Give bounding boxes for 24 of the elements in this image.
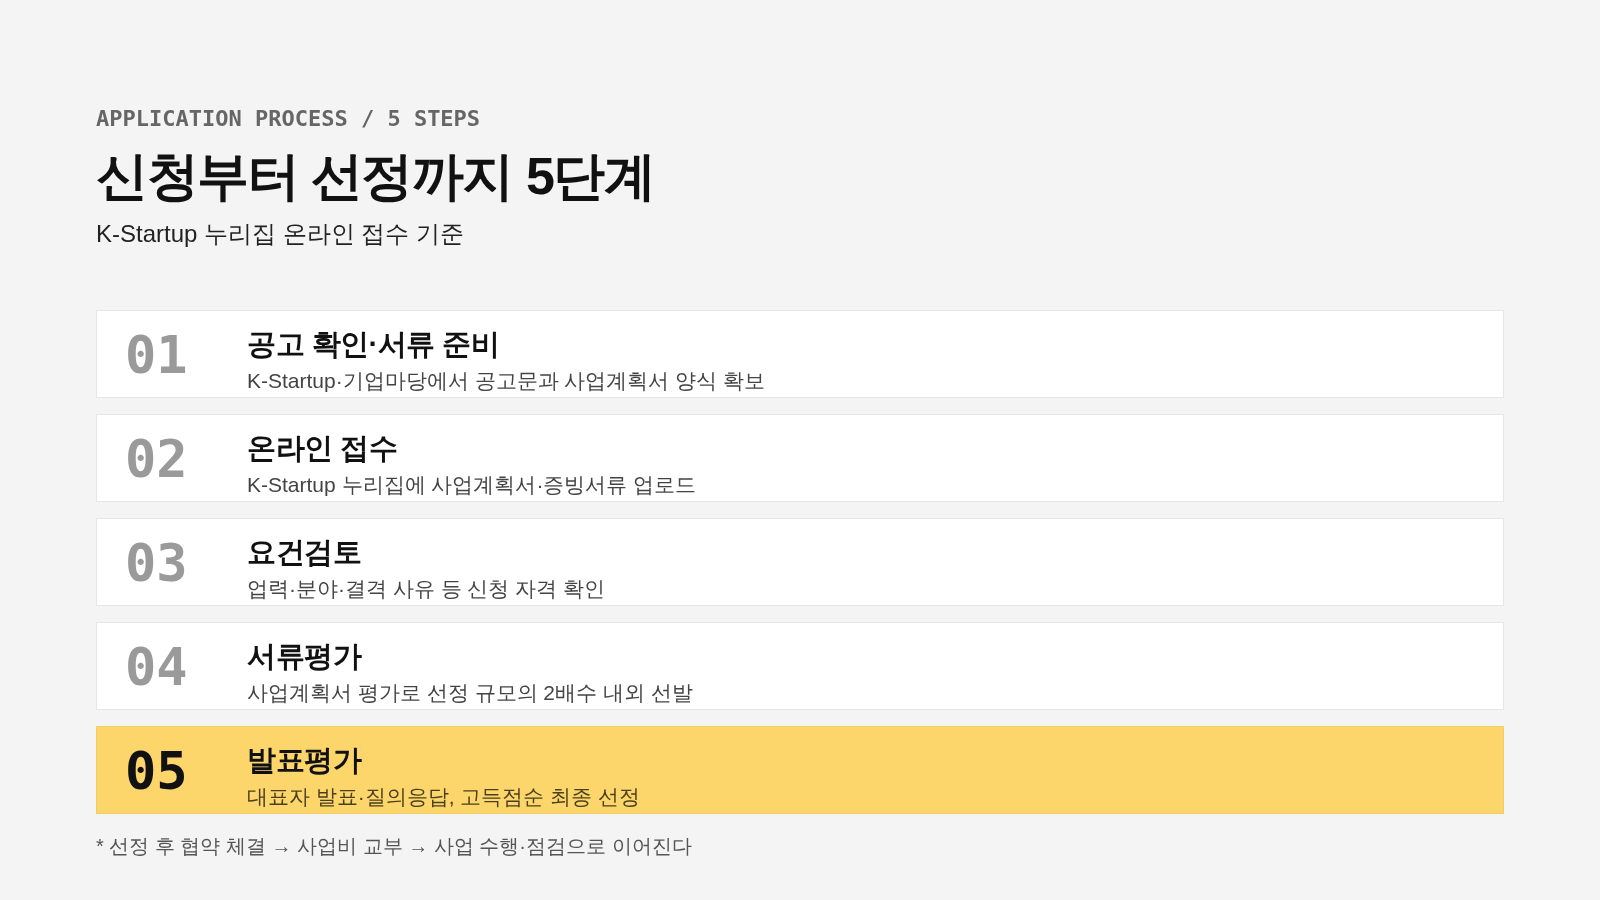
step-description: K-Startup 누리집에 사업계획서·증빙서류 업로드 xyxy=(247,472,697,498)
step-card xyxy=(96,726,1504,814)
step-title: 서류평가 xyxy=(247,639,361,673)
step-description: K-Startup·기업마당에서 공고문과 사업계획서 양식 확보 xyxy=(247,368,766,394)
subtitle: K-Startup 누리집 온라인 접수 기준 xyxy=(96,219,465,249)
step-title: 공고 확인·서류 준비 xyxy=(247,327,500,361)
step-number: 03 xyxy=(125,533,188,593)
step-number: 01 xyxy=(125,325,188,385)
footnote: * 선정 후 협약 체결 → 사업비 교부 → 사업 수행·점검으로 이어진다 xyxy=(96,834,692,859)
step-number: 05 xyxy=(125,741,188,801)
step-card xyxy=(96,518,1504,606)
eyebrow-text: APPLICATION PROCESS / 5 STEPS xyxy=(96,105,481,133)
step-title: 온라인 접수 xyxy=(247,431,398,465)
step-title: 발표평가 xyxy=(247,743,361,777)
step-description: 대표자 발표·질의응답, 고득점순 최종 선정 xyxy=(247,784,641,810)
step-card xyxy=(96,622,1504,710)
title: 신청부터 선정까지 5단계 xyxy=(96,146,655,207)
step-title: 요건검토 xyxy=(247,535,361,569)
step-card xyxy=(96,310,1504,398)
step-number: 04 xyxy=(125,637,188,697)
step-card xyxy=(96,414,1504,502)
step-description: 사업계획서 평가로 선정 규모의 2배수 내외 선발 xyxy=(247,680,693,706)
step-number: 02 xyxy=(125,429,188,489)
step-description: 업력·분야·결격 사유 등 신청 자격 확인 xyxy=(247,576,606,602)
